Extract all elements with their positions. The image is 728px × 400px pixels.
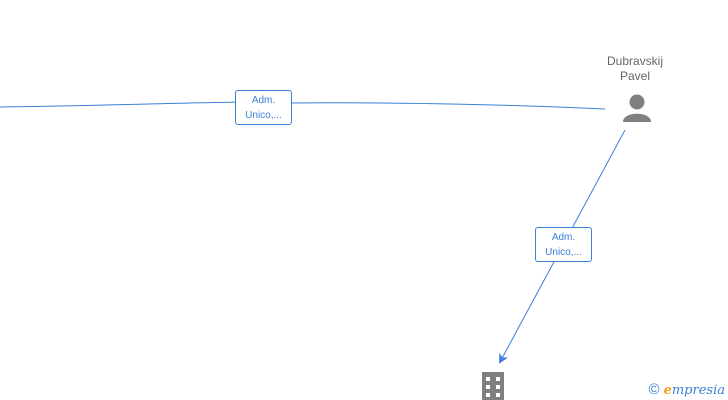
edge-label-2-line1: Adm. (551, 232, 576, 243)
edge-line-left (0, 101, 606, 110)
copyright-symbol: © (648, 381, 660, 398)
person-name-line2: Pavel (619, 69, 651, 83)
brand-initial: e (663, 383, 672, 398)
person-icon[interactable] (623, 94, 651, 123)
edge-label-1-line1: Adm. (251, 95, 276, 106)
person-name-line1: Dubravskij (606, 54, 663, 68)
empresia-watermark: ©empresia (649, 381, 725, 398)
edge-label-1[interactable]: Adm. Unico,... (235, 90, 292, 125)
edge-label-1-line2: Unico,... (245, 110, 282, 121)
edge-label-2[interactable]: Adm. Unico,... (535, 227, 592, 262)
brand-name: mpresia (671, 383, 725, 398)
edge-label-2-line2: Unico,... (545, 247, 582, 258)
person-node-label[interactable]: Dubravskij Pavel (590, 54, 680, 84)
building-icon[interactable] (482, 372, 504, 400)
